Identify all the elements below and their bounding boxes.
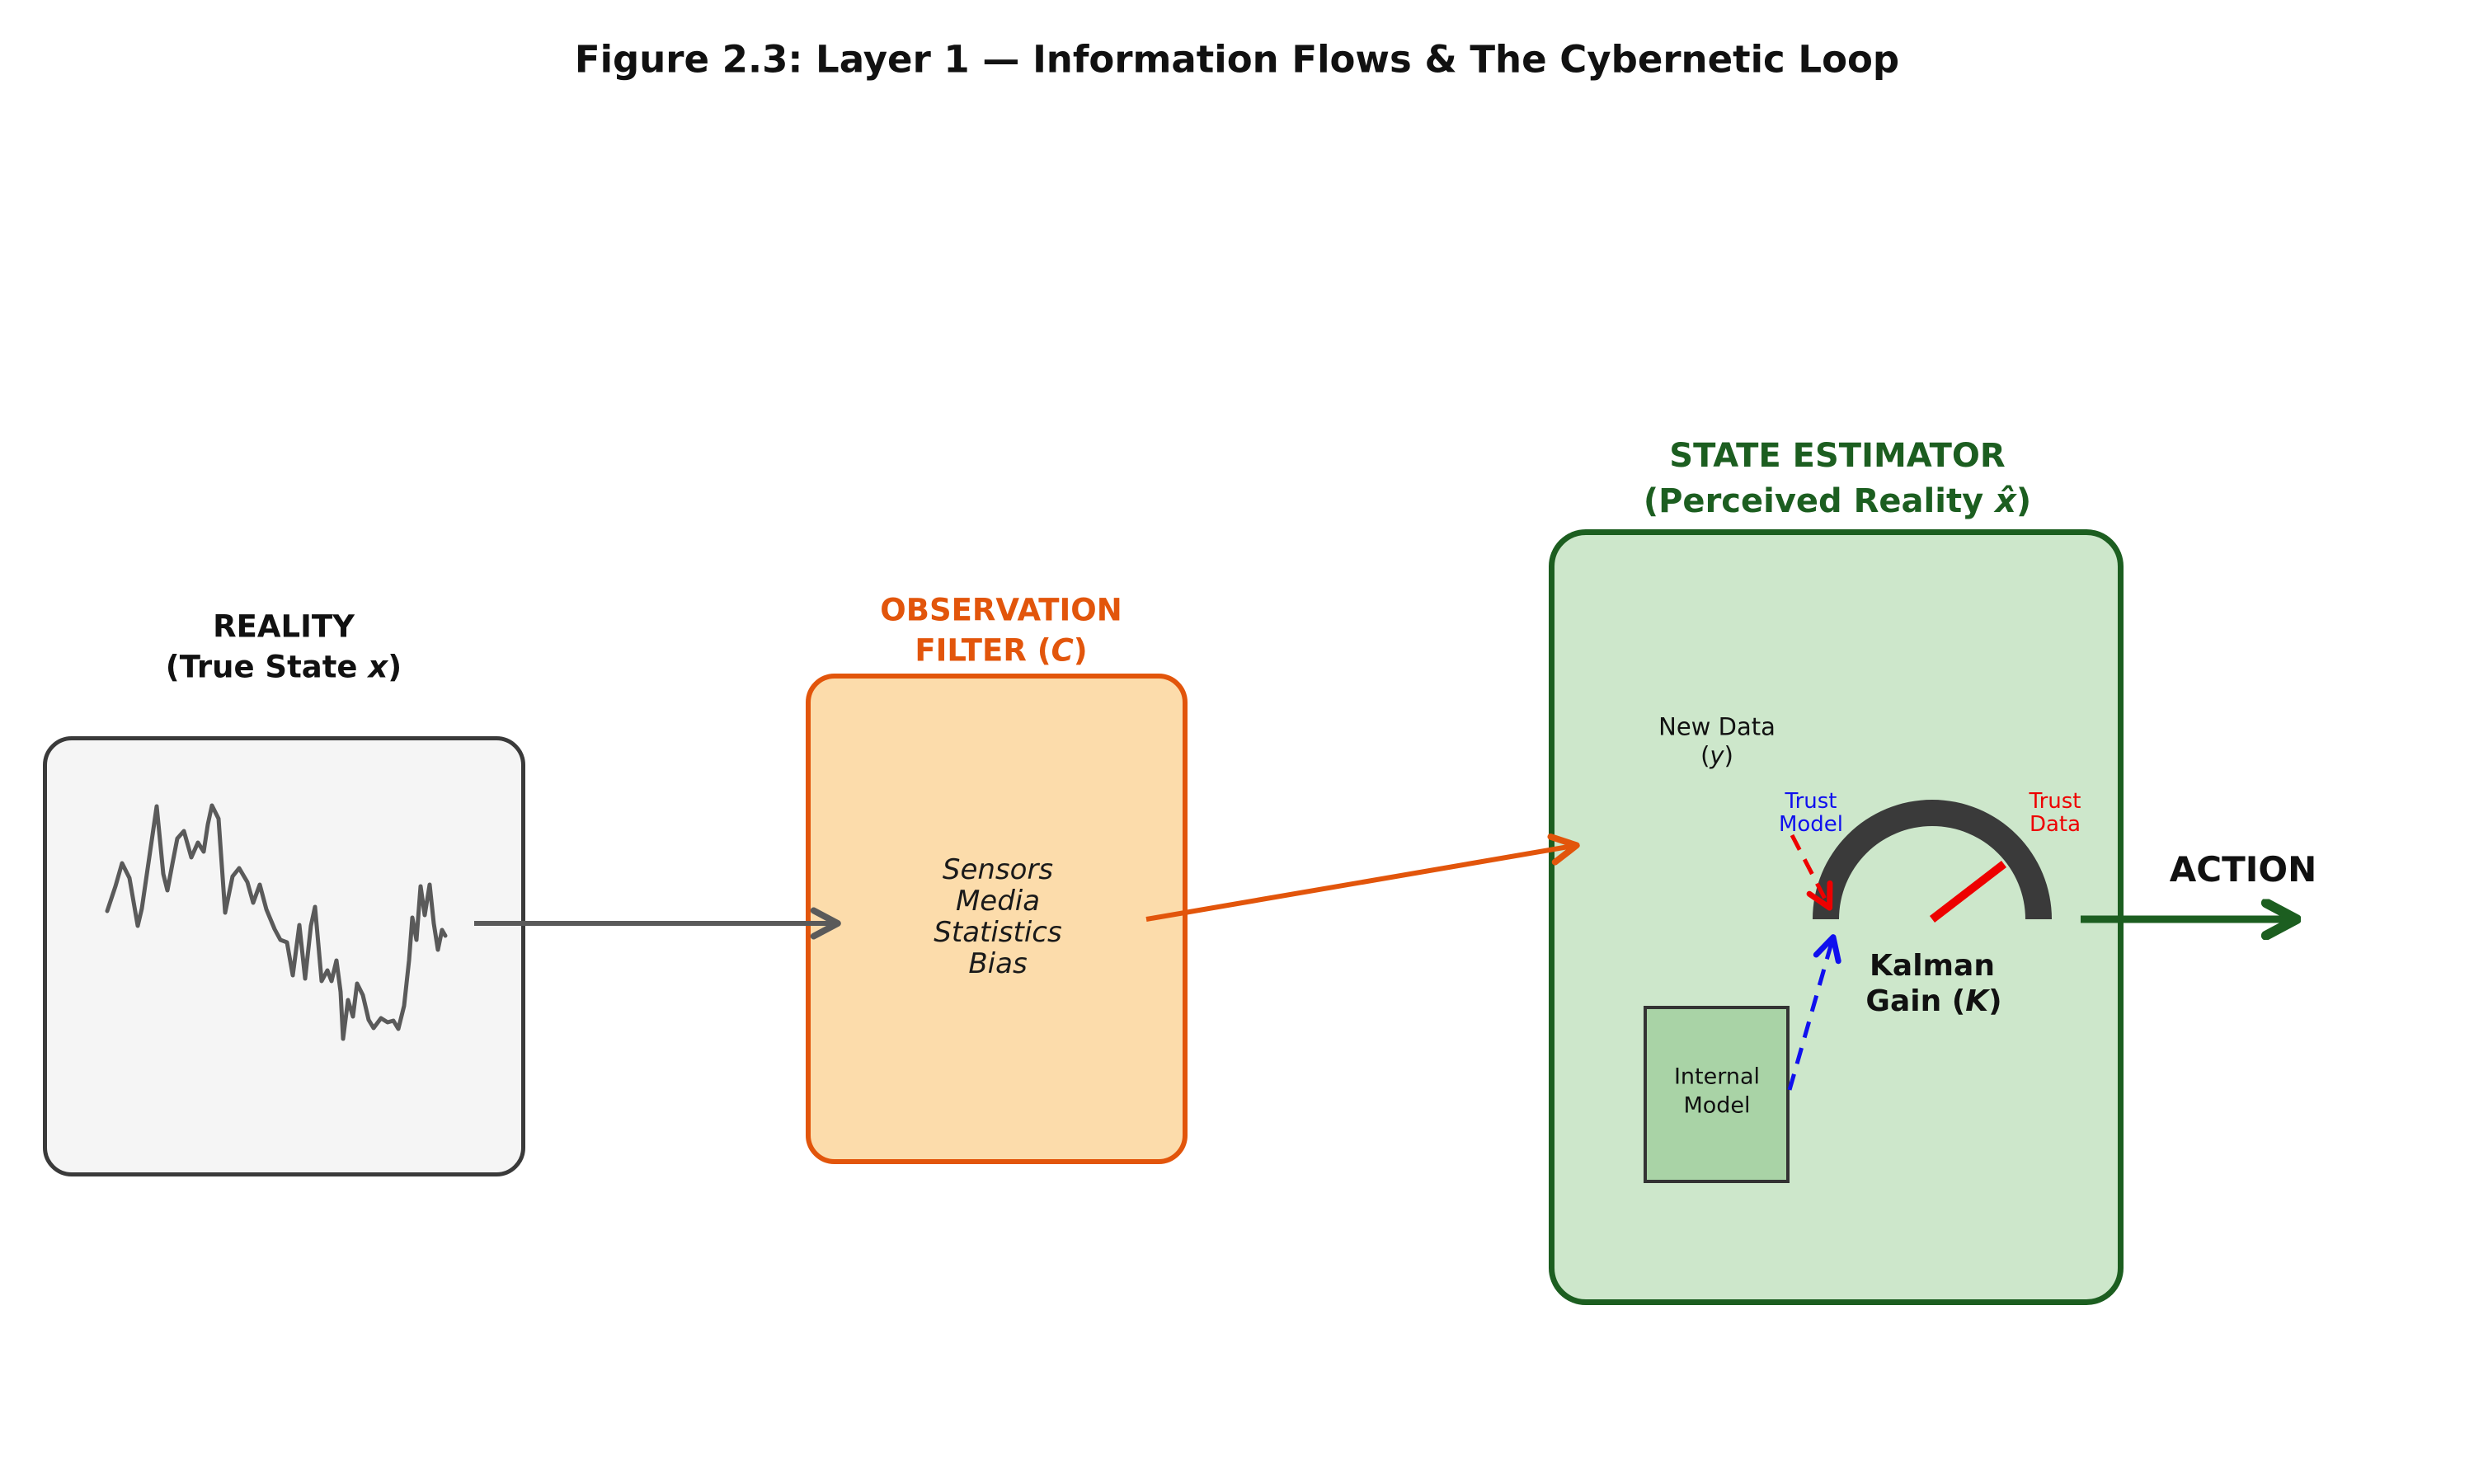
reality-subtitle-pre: (True State [165, 649, 369, 685]
reality-subtitle-post: ) [388, 649, 402, 685]
reality-subtitle-var: x [368, 649, 388, 685]
kalman-gain-label-line1: Kalman [1870, 949, 1995, 983]
filter-item-sensors: Sensors [942, 853, 1054, 886]
trust-model-label-line1: Trust [1785, 789, 1837, 814]
state-estimator-subtitle: (Perceived Reality x̂) [1644, 485, 2031, 518]
new-data-label: New Data [1658, 712, 1776, 741]
kalman-gain-label-line2: Gain (K) [1865, 987, 2001, 1017]
new-data-post: ) [1724, 741, 1733, 770]
kalman-gain-var: K [1965, 984, 1989, 1018]
figure-title: Figure 2.3: Layer 1 — Information Flows … [574, 37, 1900, 82]
observation-filter-title-line2: FILTER (C) [915, 636, 1087, 666]
filter-item-bias: Bias [968, 947, 1028, 980]
reality-box [43, 736, 525, 1176]
observation-filter-title-line1: OBSERVATION [880, 592, 1122, 628]
new-data-var: y [1710, 741, 1724, 770]
filter-item-media: Media [955, 885, 1041, 918]
action-label: ACTION [2169, 849, 2317, 890]
estimator-subtitle-pre: (Perceived Reality [1643, 482, 1996, 520]
filter-title-pre: FILTER ( [915, 632, 1051, 669]
internal-model-label-line1: Internal [1673, 1064, 1761, 1090]
reality-subtitle: (True State x) [166, 652, 402, 683]
observation-filter-box [806, 674, 1188, 1164]
filter-title-post: ) [1073, 632, 1088, 669]
trust-data-label-line2: Data [2029, 812, 2081, 837]
filter-title-var: C [1051, 632, 1074, 669]
estimator-subtitle-post: ) [2015, 482, 2032, 520]
flow-arrow-filter-to-estimator [1145, 834, 1580, 922]
trust-data-label-line1: Trust [2029, 789, 2081, 814]
state-estimator-title: STATE ESTIMATOR [1669, 437, 2006, 475]
filter-item-statistics: Statistics [934, 916, 1062, 949]
state-estimator-box [1549, 529, 2124, 1305]
kalman-gain-pre: Gain ( [1865, 984, 1966, 1018]
estimator-subtitle-var: x̂ [1995, 482, 2016, 520]
new-data-symbol: (y) [1700, 744, 1733, 768]
new-data-pre: ( [1700, 741, 1710, 770]
internal-model-label-line2: Model [1683, 1092, 1751, 1119]
internal-model-box [1644, 1006, 1790, 1183]
kalman-gain-post: ) [1988, 984, 2002, 1018]
reality-title: REALITY [213, 608, 355, 645]
trust-model-label-line2: Model [1778, 812, 1844, 837]
